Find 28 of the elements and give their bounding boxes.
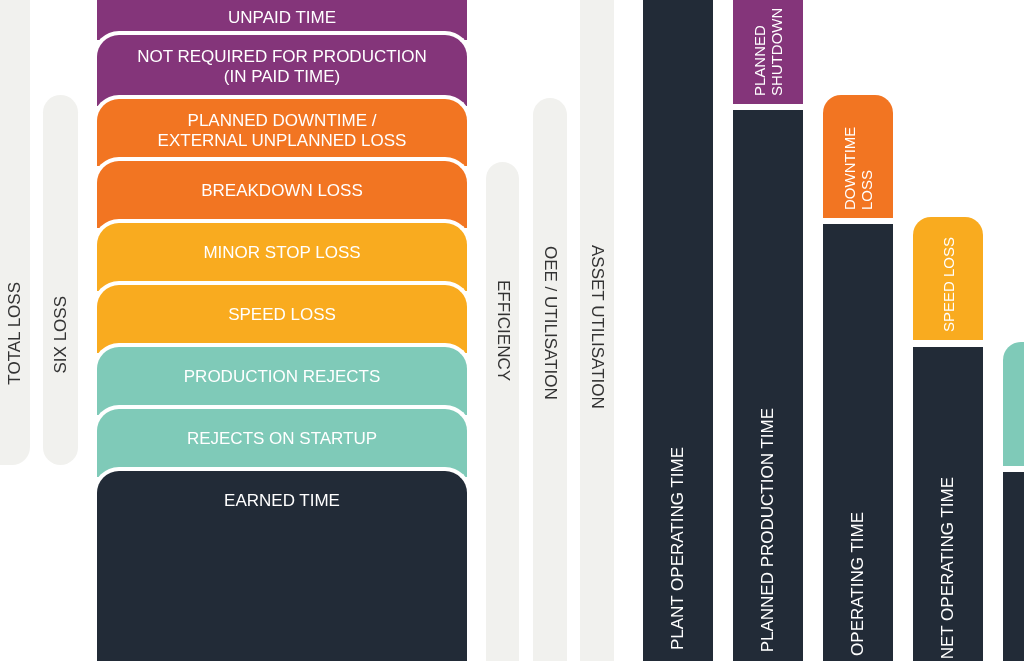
loss-bar (823, 95, 893, 218)
pill-label: ASSET UTILISATION (587, 245, 607, 409)
time-bar (733, 110, 803, 661)
loss-bar (913, 217, 983, 340)
bar-label: DOWNTIME LOSS (841, 125, 875, 210)
bar-label: OPERATING TIME (848, 512, 868, 656)
pill-label: EFFICIENCY (492, 280, 513, 382)
bar-label: PLANNED PRODUCTION TIME (758, 407, 778, 652)
time-bar (643, 0, 713, 661)
band-label: NOT REQUIRED FOR PRODUCTION (IN PAID TIME) (136, 47, 428, 87)
loss-bar (733, 0, 803, 104)
band-label: UNPAID TIME (227, 8, 337, 28)
band-label: MINOR STOP LOSS (202, 243, 362, 263)
time-bar (823, 224, 893, 661)
band-label: PLANNED DOWNTIME / EXTERNAL UNPLANNED LOSS (156, 111, 408, 151)
bar-label: SPEED LOSS (939, 235, 957, 332)
band-label: PRODUCTION REJECTS (182, 367, 382, 387)
pill-label: TOTAL LOSS (5, 282, 25, 385)
bar-label: PLANT OPERATING TIME (668, 446, 688, 650)
pill-label: OEE / UTILISATION (540, 246, 560, 400)
band-label: EARNED TIME (223, 491, 341, 511)
bar-label: PLANNED SHUTDOWN (751, 6, 785, 96)
bar-label: NET OPERATING TIME (938, 476, 958, 659)
band-label: SPEED LOSS (227, 305, 337, 325)
pill-label: SIX LOSS (50, 295, 71, 373)
time-bar (913, 347, 983, 661)
band-label: BREAKDOWN LOSS (200, 181, 364, 201)
band-label: REJECTS ON STARTUP (185, 429, 379, 449)
